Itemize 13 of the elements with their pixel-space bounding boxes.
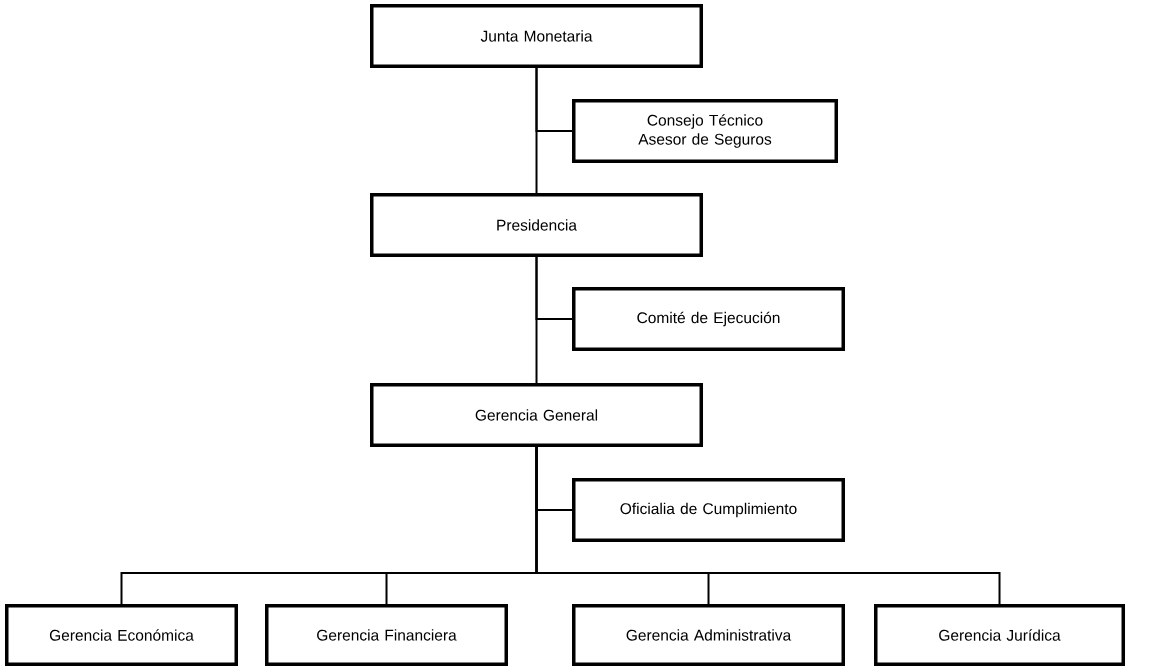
connector-line xyxy=(535,67,538,194)
org-box: Gerencia Financiera xyxy=(265,604,508,666)
org-box: Consejo Técnico Asesor de Seguros xyxy=(572,99,838,163)
connector-line xyxy=(535,446,1001,605)
org-box: Comité de Ejecución xyxy=(572,287,845,351)
org-box: Gerencia General xyxy=(370,383,703,447)
org-box: Junta Monetaria xyxy=(370,4,703,68)
org-box: Gerencia Jurídica xyxy=(874,604,1125,666)
org-box: Oficialia de Cumplimiento xyxy=(572,478,845,542)
org-box: Gerencia Administrativa xyxy=(572,604,845,666)
org-box: Gerencia Económica xyxy=(5,604,238,666)
org-box: Presidencia xyxy=(370,193,703,257)
connector-line xyxy=(535,256,538,384)
